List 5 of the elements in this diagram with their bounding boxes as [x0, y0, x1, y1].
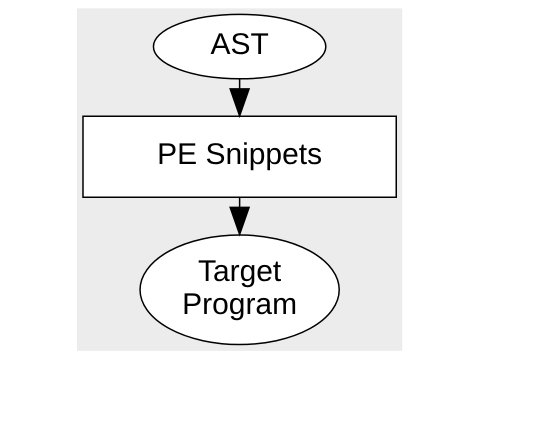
node-ellipse: AST	[152, 14, 326, 80]
node-ellipse: Target Program	[138, 234, 340, 346]
arrow	[228, 197, 250, 237]
arrow	[228, 79, 250, 118]
node-box: PE Snippets	[82, 116, 396, 198]
